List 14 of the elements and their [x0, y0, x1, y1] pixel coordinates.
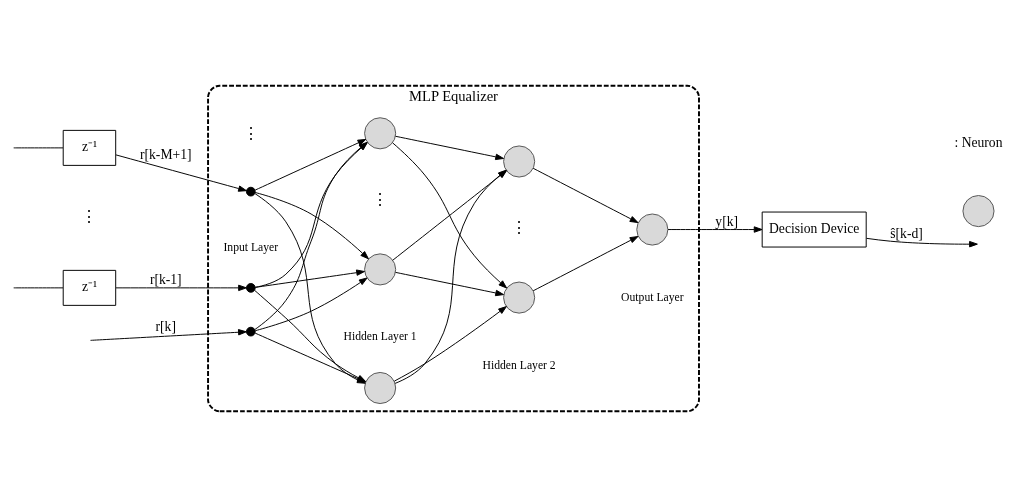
label: Input Layer [223, 241, 279, 255]
label: Hidden Layer 1 [343, 330, 417, 344]
edge-label: ŝ[k-d] [890, 225, 923, 241]
label: Output Layer [621, 290, 684, 304]
label: ⋮ [511, 219, 528, 237]
label: ⋮ [242, 124, 259, 142]
edge-label: r[k-1] [149, 272, 182, 288]
edge-label: r[k] [155, 318, 176, 334]
label: ⋮ [81, 207, 98, 225]
label: Hidden Layer 2 [482, 358, 556, 372]
edge-label: r[k-M+1] [140, 146, 192, 162]
legend-label: : Neuron [954, 134, 1003, 150]
label: ⋮ [372, 191, 389, 209]
edge-label: y[k] [715, 213, 739, 229]
